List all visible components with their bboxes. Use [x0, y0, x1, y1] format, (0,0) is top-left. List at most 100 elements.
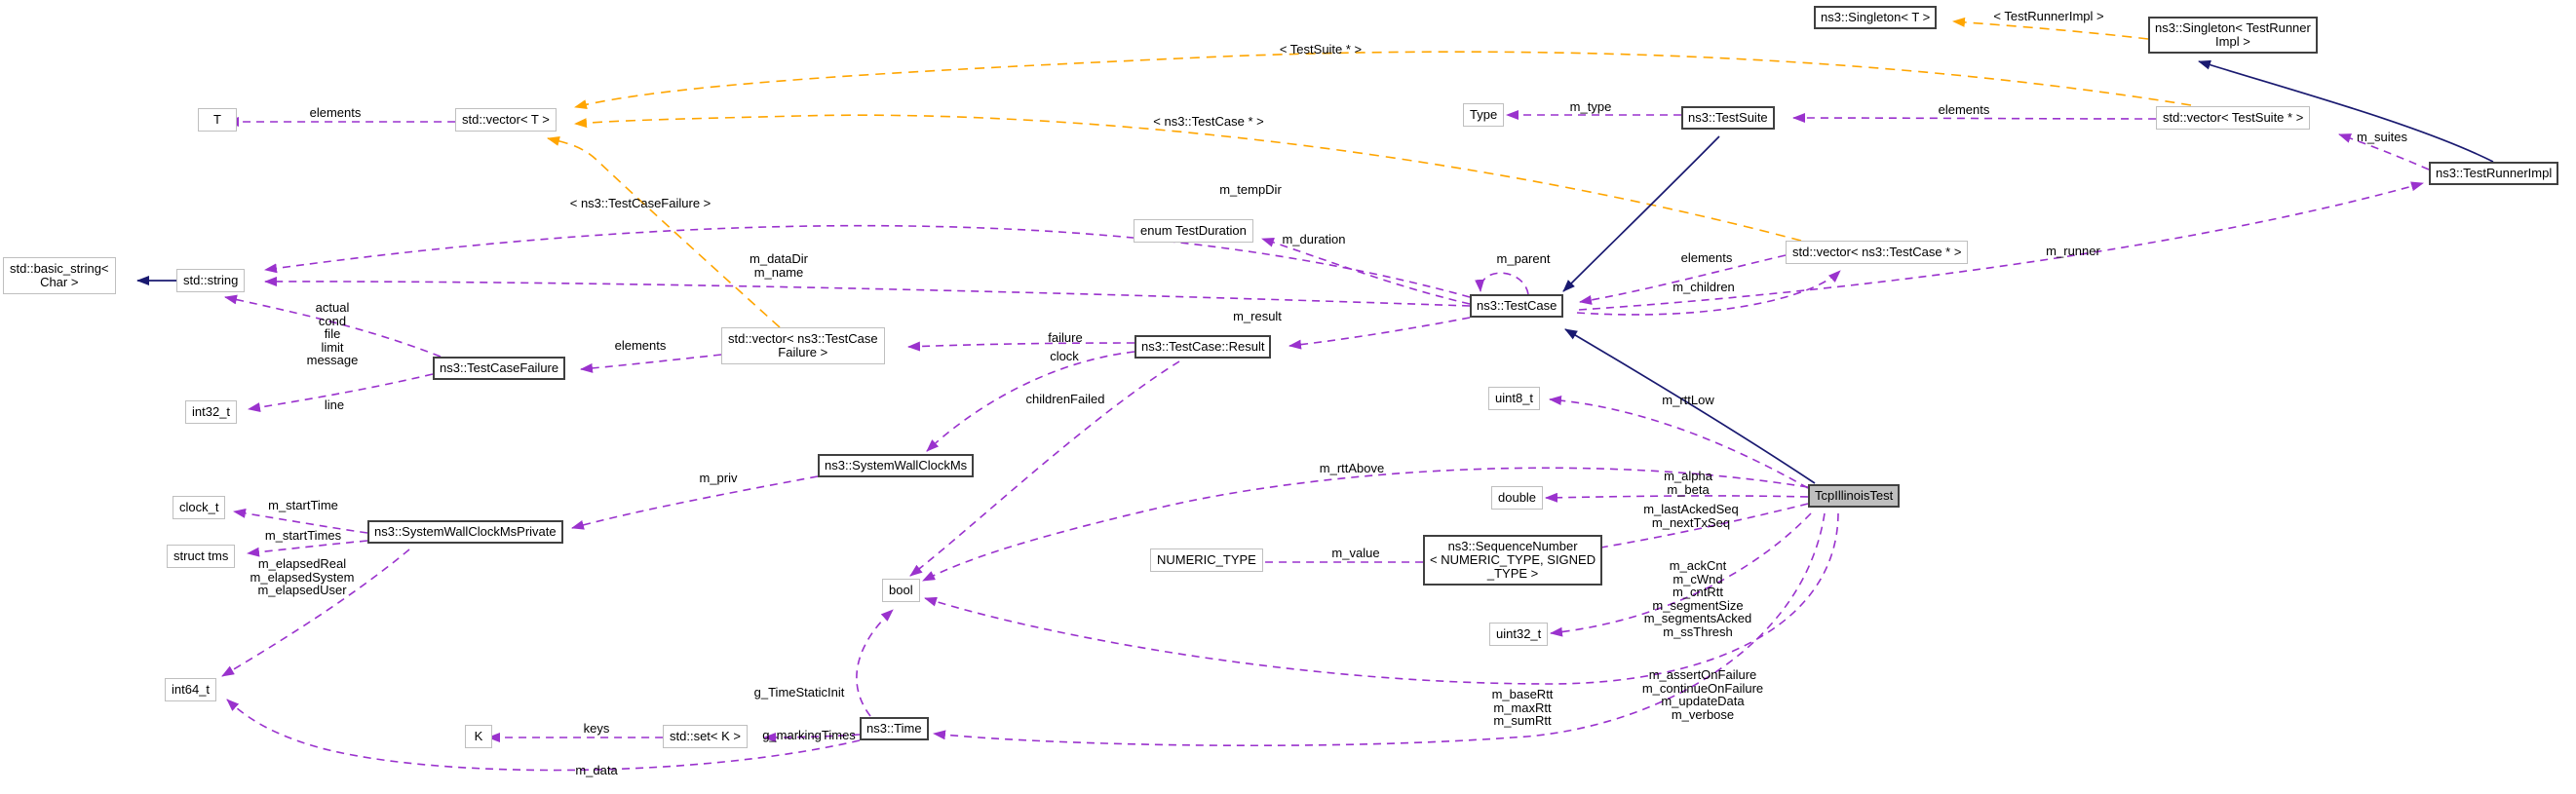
node-uint8-t: uint8_t [1488, 387, 1541, 410]
edge-label-m-parent: m_parent [1496, 251, 1551, 266]
node-std-vector-t: std::vector< T > [455, 108, 557, 132]
edge-m-starttime [233, 508, 368, 534]
edge-label-clock: clock [1050, 349, 1079, 363]
node-enum-testduration: enum TestDuration [1134, 219, 1253, 243]
node-tcpillinoistest: TcpIllinoisTest [1808, 484, 1901, 508]
node-clock-t: clock_t [173, 496, 226, 519]
edge-label-keys: keys [583, 721, 610, 736]
edge-label-template-testcase-ptr: < ns3::TestCase * > [1153, 114, 1264, 129]
edge-label-g-timestaticinit: g_TimeStaticInit [753, 685, 845, 699]
edge-line [248, 373, 434, 412]
edge-label-failure: failure [1048, 330, 1083, 345]
edge-label-template-testsuite-ptr: < TestSuite * > [1279, 42, 1363, 57]
edge-m-assertonfailure-group [924, 512, 1839, 685]
node-std-set-k: std::set< K > [663, 725, 748, 748]
edge-template-testcase-ptr [574, 114, 1802, 242]
edge-label-m-alpha-m-beta: m_alpha m_beta [1664, 469, 1712, 497]
edge-m-datadir-m-name [264, 276, 1471, 307]
node-ns3-testcasefailure[interactable]: ns3::TestCaseFailure [433, 357, 566, 380]
edge-label-m-rttabove: m_rttAbove [1319, 461, 1385, 475]
node-std-vector-ns3-testcase-ptr: std::vector< ns3::TestCase * > [1786, 241, 1969, 264]
node-k: K [465, 725, 492, 748]
edge-g-markingtimes [763, 732, 861, 742]
edge-label-elements-t: elements [309, 105, 362, 120]
edge-label-m-basertt-group: m_baseRtt m_maxRtt m_sumRtt [1491, 687, 1554, 728]
edge-label-m-rttlow: m_rttLow [1662, 393, 1714, 407]
node-ns3-time[interactable]: ns3::Time [860, 717, 929, 740]
edge-label-elements-testcasefailure: elements [614, 338, 667, 353]
node-ns3-testcase[interactable]: ns3::TestCase [1470, 294, 1564, 318]
edge-failure [907, 341, 1135, 352]
edge-label-m-data: m_data [575, 763, 618, 777]
node-int64-t: int64_t [165, 678, 217, 701]
edge-template-testrunnerimpl [1952, 17, 2149, 40]
edge-label-m-assertonfailure-group: m_assertOnFailure m_continueOnFailure m_… [1641, 667, 1764, 722]
edge-g-timestaticinit [856, 609, 894, 717]
node-ns3-testrunnerimpl[interactable]: ns3::TestRunnerImpl [2429, 162, 2559, 185]
node-ns3-systemwallclockms[interactable]: ns3::SystemWallClockMs [818, 454, 975, 477]
edge-m-duration [1261, 237, 1471, 305]
edge-label-m-result: m_result [1233, 309, 1282, 323]
edge-m-result [1288, 317, 1471, 350]
edge-label-m-runner: m_runner [2046, 244, 2100, 258]
node-ns3-singleton-t[interactable]: ns3::Singleton< T > [1814, 6, 1938, 29]
edge-template-testcasefailure [547, 136, 781, 328]
edge-label-elements-testcase: elements [1680, 250, 1733, 265]
node-ns3-testsuite[interactable]: ns3::TestSuite [1681, 106, 1775, 130]
edge-label-m-duration: m_duration [1282, 232, 1346, 246]
edge-label-m-lastackedseq-m-nexttxseq: m_lastAckedSeq m_nextTxSeq [1643, 502, 1739, 530]
edge-m-suites [2338, 133, 2430, 170]
edge-m-priv [571, 475, 819, 530]
node-ns3-testcase-result[interactable]: ns3::TestCase::Result [1134, 335, 1272, 359]
edge-label-m-ackcnt-group: m_ackCnt m_cWnd m_cntRtt m_segmentSize m… [1643, 558, 1752, 639]
edge-label-childrenfailed: childrenFailed [1025, 392, 1105, 406]
edge-label-m-suites: m_suites [2356, 130, 2408, 144]
edge-m-rttabove [922, 467, 1809, 582]
node-std-string: std::string [176, 269, 246, 292]
edge-label-m-elapsed-group: m_elapsedReal m_elapsedSystem m_elapsedU… [250, 556, 355, 597]
node-std-vector-testsuite-ptr: std::vector< TestSuite * > [2156, 106, 2311, 130]
edge-label-elements-testsuite: elements [1938, 102, 1990, 117]
node-ns3-sequencenumber[interactable]: ns3::SequenceNumber < NUMERIC_TYPE, SIGN… [1423, 535, 1603, 586]
edge-label-m-value: m_value [1331, 546, 1380, 560]
edge-m-data [226, 699, 861, 772]
edge-elements-testsuite [1792, 113, 2157, 124]
node-bool: bool [882, 579, 920, 602]
edge-label-m-priv: m_priv [699, 471, 738, 485]
edge-m-basertt-group [933, 512, 1826, 747]
edge-m-parent [1475, 272, 1529, 295]
edge-clock [926, 351, 1135, 452]
node-std-basic-string-char: std::basic_string< Char > [3, 257, 116, 294]
edge-label-template-testcasefailure: < ns3::TestCaseFailure > [569, 196, 711, 210]
edge-m-children [1576, 270, 1841, 316]
edge-actual-cond-file-limit-message [224, 294, 442, 358]
node-struct-tms: struct tms [167, 545, 236, 568]
edge-m-lastackedseq-m-nexttxseq [1583, 503, 1809, 553]
edge-label-actual-cond-file-limit-message: actual cond file limit message [306, 300, 359, 367]
edge-inherit-testsuite-testcase [1562, 135, 1720, 292]
edge-label-m-type: m_type [1569, 99, 1612, 114]
edge-m-alpha-m-beta [1545, 492, 1809, 503]
edge-elements-testcasefailure [580, 354, 722, 373]
edge-label-m-tempdir: m_tempDir [1219, 182, 1282, 197]
edge-inherit-testrunnerimpl-singleton [2198, 59, 2494, 163]
edge-label-m-starttimes: m_startTimes [264, 528, 342, 543]
node-type: Type [1463, 103, 1505, 127]
edge-label-m-datadir-m-name: m_dataDir m_name [750, 251, 808, 280]
edge-label-m-starttime: m_startTime [268, 498, 338, 512]
edge-template-testsuite-ptr [574, 51, 2192, 110]
node-int32-t: int32_t [185, 400, 238, 424]
edge-label-g-markingtimes: g_markingTimes [762, 728, 856, 742]
edge-inherit-tcpillinois-testcase [1564, 328, 1816, 484]
edge-m-elapsed-group [221, 548, 410, 677]
edge-m-starttimes [247, 540, 368, 557]
edge-m-ackcnt-group [1550, 512, 1812, 637]
node-ns3-singleton-testrunnerimpl[interactable]: ns3::Singleton< TestRunner Impl > [2148, 17, 2318, 54]
node-uint32-t: uint32_t [1489, 623, 1549, 646]
edge-elements-testcase [1579, 254, 1787, 305]
edge-label-m-children: m_children [1672, 280, 1735, 294]
edge-m-runner [1578, 181, 2424, 311]
node-ns3-systemwallclockmsprivate[interactable]: ns3::SystemWallClockMsPrivate [367, 520, 563, 544]
